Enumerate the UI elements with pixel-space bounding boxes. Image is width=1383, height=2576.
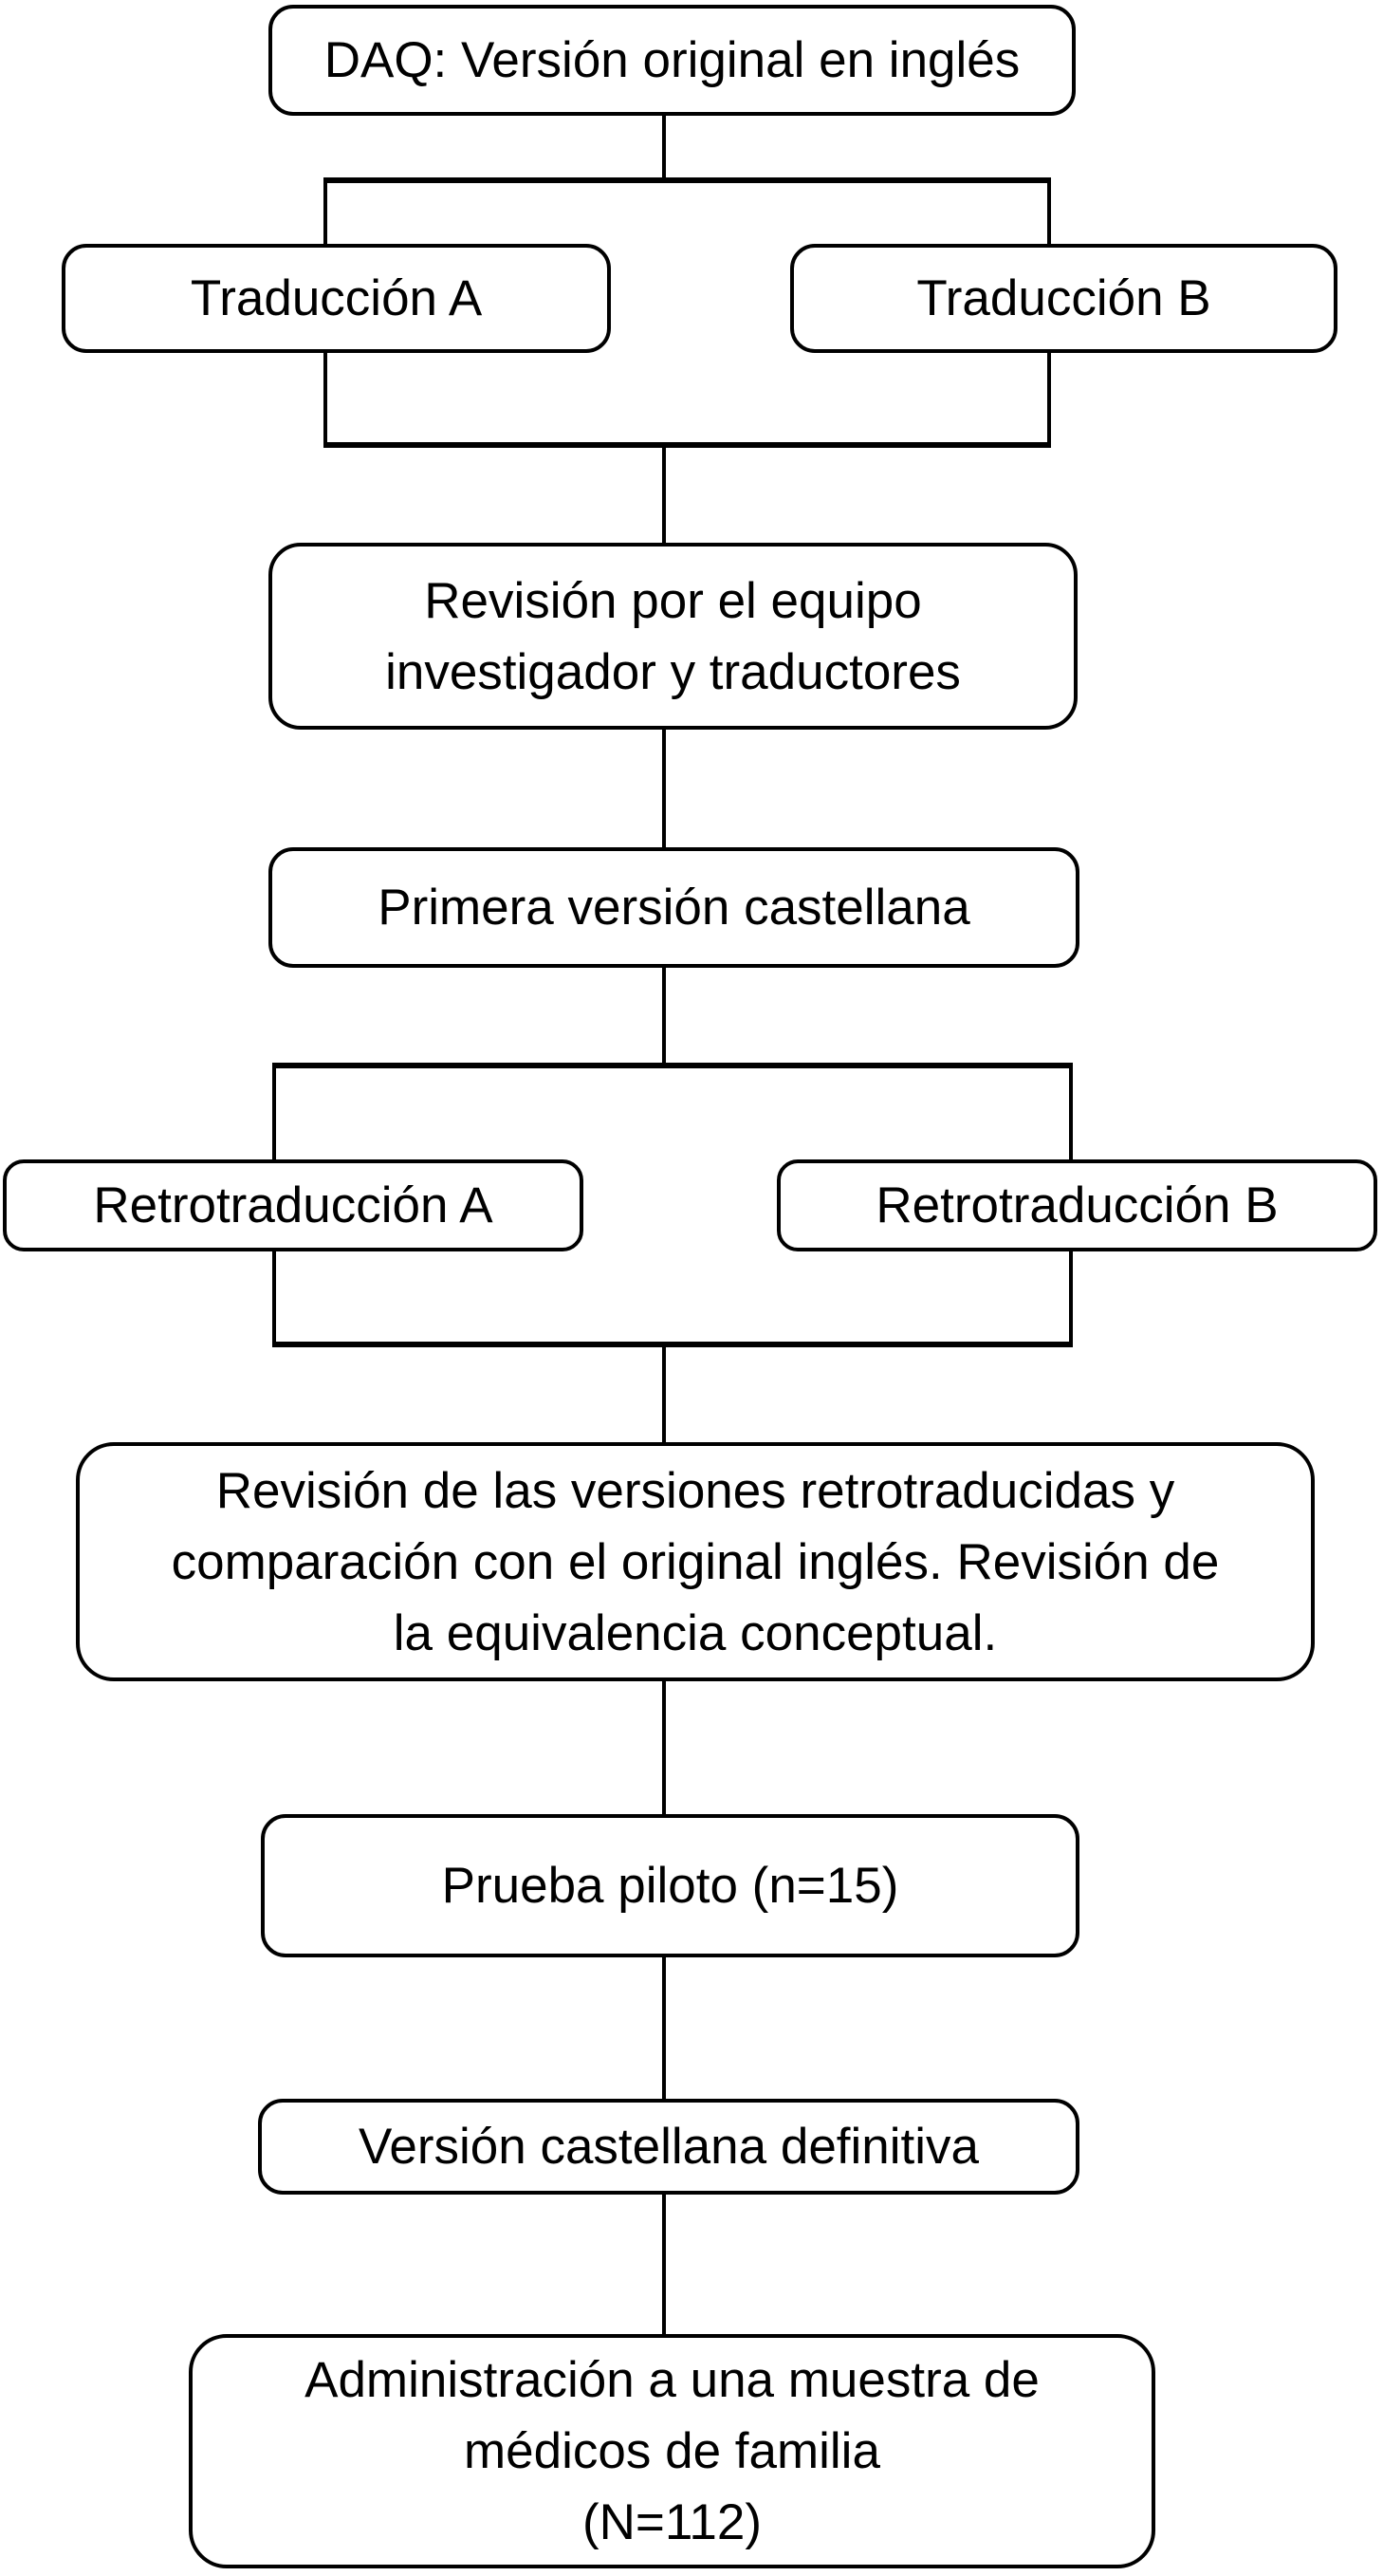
node-retrotraduccion-a: Retrotraducción A bbox=[3, 1159, 583, 1251]
node-prueba-piloto-label: Prueba piloto (n=15) bbox=[441, 1858, 899, 1914]
node-retrotraduccion-a-label: Retrotraducción A bbox=[93, 1177, 493, 1233]
node-retrotraduccion-b-label: Retrotraducción B bbox=[876, 1177, 1279, 1233]
connector-split2-right-drop-line bbox=[1069, 1066, 1073, 1161]
connector-merge2-to-revision2-line bbox=[662, 1345, 666, 1444]
connector-merge1-line bbox=[323, 442, 1051, 448]
connector-split2-left-drop-line bbox=[272, 1066, 276, 1161]
connector-retro-a-down-line bbox=[272, 1250, 276, 1344]
node-version-castellana-definitiva: Versión castellana definitiva bbox=[258, 2099, 1079, 2195]
connector-split1-left-drop-line bbox=[323, 180, 327, 247]
node-version-castellana-definitiva-label: Versión castellana definitiva bbox=[358, 2119, 980, 2175]
connector-primera-to-split2-line bbox=[662, 966, 666, 1066]
connector-traduccion-b-down-line bbox=[1047, 351, 1051, 446]
connector-merge1-to-revision-line bbox=[662, 446, 666, 546]
node-traduccion-a-label: Traducción A bbox=[190, 270, 483, 326]
connector-merge2-line bbox=[272, 1342, 1073, 1347]
connector-daq-to-split-line bbox=[662, 114, 666, 180]
connector-prueba-to-definitiva-line bbox=[662, 1955, 666, 2101]
connector-split1-right-drop-line bbox=[1047, 180, 1051, 247]
connector-revision2-to-prueba-line bbox=[662, 1679, 666, 1816]
connector-revision-to-primera-line bbox=[662, 728, 666, 849]
connector-split2-branch-line bbox=[272, 1063, 1073, 1068]
connector-retro-b-down-line bbox=[1069, 1250, 1073, 1344]
node-revision-equipo-label: Revisión por el equipo investigador y tr… bbox=[385, 572, 961, 700]
node-administracion-muestra-label: Administración a una muestra de médicos … bbox=[304, 2352, 1040, 2550]
node-traduccion-b-label: Traducción B bbox=[916, 270, 1211, 326]
node-prueba-piloto: Prueba piloto (n=15) bbox=[261, 1814, 1079, 1957]
node-traduccion-b: Traducción B bbox=[790, 244, 1337, 353]
connector-split1-branch-line bbox=[323, 177, 1051, 183]
node-primera-version-castellana: Primera versión castellana bbox=[268, 847, 1079, 968]
connector-traduccion-a-down-line bbox=[323, 351, 327, 446]
node-retrotraduccion-b: Retrotraducción B bbox=[777, 1159, 1377, 1251]
node-traduccion-a: Traducción A bbox=[62, 244, 611, 353]
node-administracion-muestra: Administración a una muestra de médicos … bbox=[189, 2334, 1155, 2568]
node-primera-version-castellana-label: Primera versión castellana bbox=[378, 880, 970, 936]
node-revision-retrotraducidas: Revisión de las versiones retrotraducida… bbox=[76, 1442, 1315, 1681]
node-daq-version-original-label: DAQ: Versión original en inglés bbox=[323, 32, 1021, 88]
node-revision-equipo: Revisión por el equipo investigador y tr… bbox=[268, 543, 1078, 730]
node-daq-version-original: DAQ: Versión original en inglés bbox=[268, 5, 1076, 116]
node-revision-retrotraducidas-label: Revisión de las versiones retrotraducida… bbox=[171, 1462, 1220, 1661]
connector-definitiva-to-admin-line bbox=[662, 2193, 666, 2336]
